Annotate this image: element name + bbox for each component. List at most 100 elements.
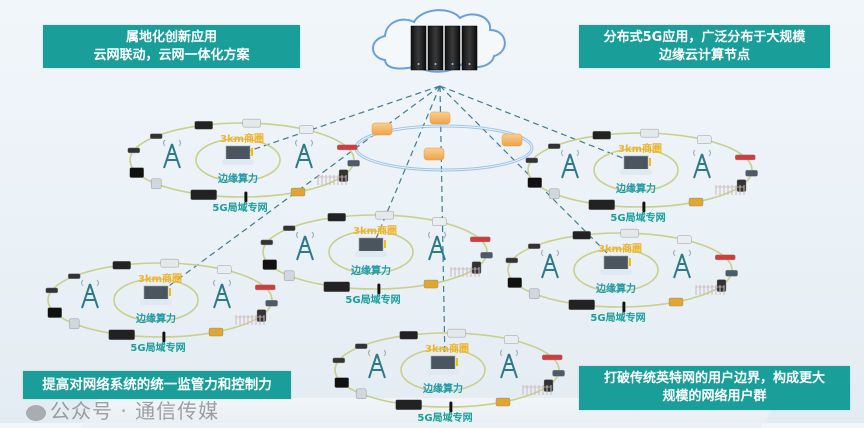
access-gate-icon [543, 379, 554, 392]
router-small-icon [745, 170, 758, 177]
callout-line: 云网联动，云网一体化方案 [93, 48, 250, 63]
router-small-icon [480, 252, 493, 259]
compute-label: 边缘算力 [422, 382, 463, 395]
ceiling-ap-icon [447, 328, 466, 338]
ap-icon [697, 135, 712, 144]
coverage-ring [334, 332, 560, 408]
display-icon [527, 177, 542, 188]
network-label: 5G局域专网 [212, 201, 267, 214]
cell-tower-icon [296, 231, 314, 261]
access-gate-icon [471, 261, 482, 274]
cell-tower-icon [81, 279, 99, 309]
coverage-label: 3km商圈 [618, 142, 662, 155]
fence-icon [522, 385, 552, 395]
coverage-ring [527, 132, 753, 208]
agv-robot-icon [208, 327, 224, 337]
bullet-camera-icon [505, 257, 519, 264]
callout-unified-control: 提高对网络系统的统一监管力和控制力 [23, 371, 291, 399]
sensor-icon [377, 283, 381, 295]
ceiling-ap-icon [640, 128, 659, 138]
edge-server-icon [620, 155, 652, 175]
fence-icon [715, 185, 745, 195]
compute-ring [328, 230, 414, 274]
bullet-camera-icon [150, 133, 163, 139]
display-icon [262, 259, 277, 270]
camera-icon [572, 231, 591, 240]
router-icon [429, 111, 451, 125]
bullet-camera-icon [45, 287, 59, 294]
edge-server-icon [427, 355, 459, 375]
router-small-icon [552, 370, 565, 377]
bullet-camera-icon [525, 157, 539, 164]
cell-tower-icon [368, 349, 386, 379]
access-gate-icon [256, 309, 267, 322]
ap-icon [677, 235, 692, 244]
sensor-icon [622, 301, 626, 313]
edge-nodes: 3km商圈边缘算力5G局域专网3km商圈边缘算力5G局域专网3km商圈边缘算力5… [45, 118, 758, 423]
alarm-light-icon [337, 144, 358, 151]
face-terminal-icon [529, 288, 540, 299]
cell-tower-icon [673, 249, 691, 279]
display-icon [334, 377, 349, 388]
face-terminal-icon [356, 388, 367, 399]
callout-line: 规模的网络用户群 [662, 389, 767, 404]
compute-ring [113, 278, 199, 322]
nvr-device-icon [395, 399, 422, 410]
display-icon [507, 277, 522, 288]
coverage-ring [507, 232, 733, 308]
network-label: 5G局域专网 [590, 311, 645, 324]
nvr-device-icon [323, 281, 350, 292]
alarm-light-icon [735, 154, 756, 161]
cell-tower-icon [541, 249, 559, 279]
bullet-camera-icon [332, 357, 346, 364]
core-router-ring [354, 111, 534, 172]
bullet-camera-icon [355, 343, 368, 349]
camera-icon [592, 131, 611, 140]
router-icon [423, 147, 445, 161]
agv-robot-icon [423, 279, 439, 289]
cell-tower-icon [561, 149, 579, 179]
agv-robot-icon [495, 397, 511, 407]
ap-icon [217, 265, 232, 274]
face-terminal-icon [69, 318, 80, 329]
server-led [468, 63, 471, 65]
agv-robot-icon [688, 197, 704, 207]
bullet-camera-icon [260, 239, 274, 246]
face-terminal-icon [151, 178, 162, 189]
server-led [417, 63, 420, 65]
camera-icon [399, 331, 418, 340]
coverage-label: 3km商圈 [425, 342, 469, 355]
callout-line: 打破传统英特网的用户边界，构成更大 [603, 371, 825, 386]
server-rack-icon [427, 25, 444, 71]
bullet-camera-icon [283, 225, 296, 231]
edge-server-icon [355, 237, 387, 257]
server-rack-icon [410, 25, 427, 71]
ceiling-ap-icon [160, 258, 179, 268]
sensor-icon [449, 401, 453, 413]
camera-icon [194, 121, 213, 130]
camera-icon [327, 213, 346, 222]
server-rack-icon [461, 25, 478, 71]
router-icon [501, 133, 523, 147]
fence-icon [235, 315, 265, 325]
nvr-device-icon [108, 329, 135, 340]
cell-tower-icon [693, 149, 711, 179]
callout-line: 分布式5G应用，广泛分布于大规模 [603, 30, 806, 45]
dashed-link [238, 85, 441, 156]
fence-icon [450, 267, 480, 277]
router-icon [371, 122, 393, 136]
bullet-camera-icon [127, 147, 141, 154]
face-terminal-icon [284, 270, 295, 281]
edge-server-icon [222, 145, 254, 165]
network-label: 5G局域专网 [610, 211, 665, 224]
sensor-icon [244, 191, 248, 203]
coverage-ring [129, 122, 355, 198]
coverage-label: 3km商圈 [138, 272, 182, 285]
nvr-device-icon [568, 299, 595, 310]
network-label: 5G局域专网 [417, 411, 472, 423]
compute-ring [573, 248, 659, 292]
